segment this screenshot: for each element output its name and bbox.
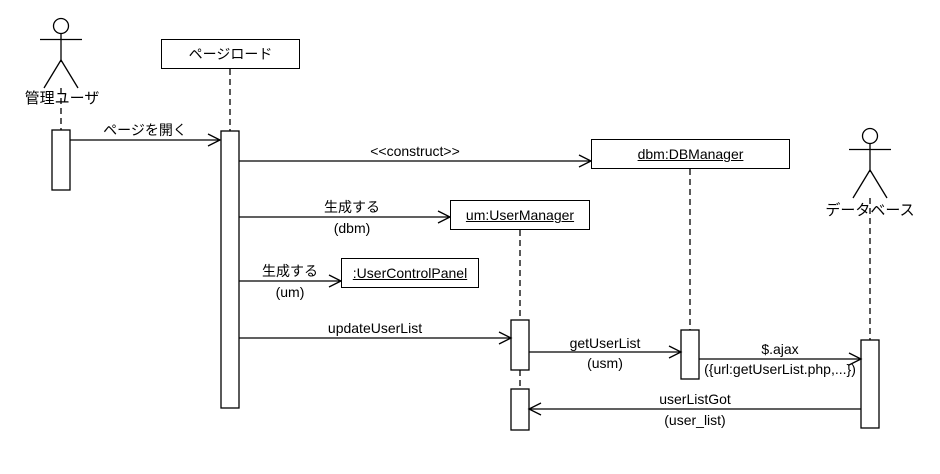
object-box-dbmanager: dbm:DBManager — [591, 139, 790, 169]
message-args-get-user-list: (usm) — [587, 355, 623, 371]
message-args-create-dbm: (dbm) — [333, 220, 371, 236]
message-args-create-um: (um) — [275, 284, 305, 300]
actor-label-database: データベース — [825, 202, 915, 219]
activation-dbmanager — [680, 329, 700, 380]
activation-usermanager-1 — [510, 319, 530, 371]
activation-usermanager-2 — [510, 388, 530, 431]
activation-database — [860, 339, 880, 429]
object-box-page-load: ページロード — [161, 39, 300, 69]
activation-admin-user — [51, 129, 71, 191]
message-label-update-user-list: updateUserList — [327, 320, 423, 336]
object-label-dbmanager: dbm:DBManager — [637, 146, 744, 162]
arrow-ajax — [699, 352, 863, 366]
lifelines — [60, 69, 871, 389]
arrow-update-user-list — [239, 331, 513, 345]
arrow-get-user-list — [529, 345, 683, 359]
arrow-user-list-got — [527, 402, 861, 416]
object-label-usercontrolpanel: :UserControlPanel — [352, 265, 468, 281]
actor-label-admin-user: 管理ユーザ — [24, 90, 100, 107]
message-label-create-um: 生成する — [262, 263, 318, 279]
message-label-user-list-got: userListGot — [659, 391, 731, 407]
message-label-construct: <<construct>> — [370, 143, 460, 159]
message-arrows — [70, 133, 863, 416]
activation-page-load — [220, 130, 240, 409]
message-label-create-dbm: 生成する — [324, 199, 380, 215]
message-label-get-user-list: getUserList — [569, 335, 641, 351]
object-box-usermanager: um:UserManager — [450, 200, 590, 230]
admin-user-actor-icon — [40, 17, 82, 89]
object-label-page-load: ページロード — [188, 46, 273, 62]
object-box-usercontrolpanel: :UserControlPanel — [341, 258, 479, 288]
arrow-open-page — [70, 133, 222, 147]
message-args-ajax: ({url:getUserList.php,...}) — [704, 361, 856, 377]
message-label-ajax: $.ajax — [761, 341, 799, 357]
activation-bars — [51, 129, 880, 431]
database-actor-icon — [849, 127, 891, 199]
message-args-user-list-got: (user_list) — [664, 412, 726, 428]
message-label-open-page: ページを開く — [103, 122, 187, 138]
object-label-usermanager: um:UserManager — [465, 207, 575, 223]
